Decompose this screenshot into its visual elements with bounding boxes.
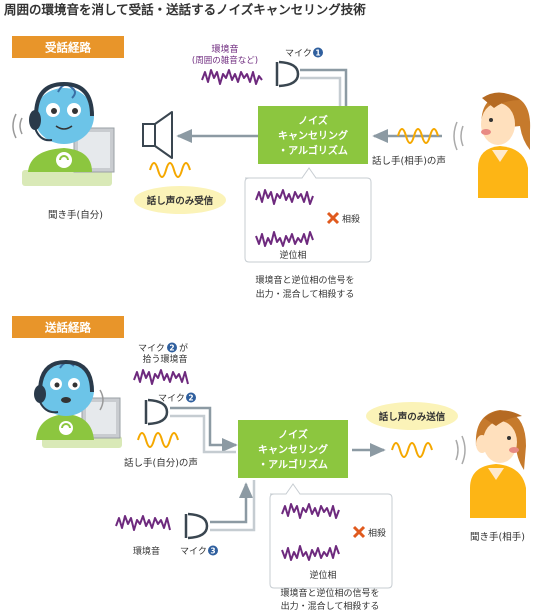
receive-desc-line-1: 環境音と逆位相の信号を [255, 274, 354, 286]
receive-processor-box [258, 106, 368, 164]
send-processor-line-2: キャンセリング [258, 443, 328, 456]
send-mic3-label: マイク [180, 546, 207, 557]
send-inverse-wave-bottom [281, 545, 340, 561]
mic2-cable-b [170, 414, 236, 454]
receive-inverse-wave-bottom [255, 231, 314, 247]
listener-self-illustration [12, 81, 115, 186]
send-section-tag [12, 316, 124, 338]
send-desc-line-1: 環境音と逆位相の信号を [280, 587, 379, 599]
send-only-voice-pill [366, 402, 458, 430]
listener-other-illustration [470, 410, 526, 518]
send-section-label: 送話経路 [44, 321, 91, 335]
receive-noise-label-2: (周囲の雑音など) [192, 55, 258, 66]
mic2-cable-a [170, 406, 238, 452]
speaker-icon [142, 111, 173, 159]
mic1-cable-a [300, 68, 348, 108]
page-title: 周囲の環境音を消して受話・送話するノイズキャンセリング技術 [4, 2, 366, 17]
receive-processor-line-1: ノイズ [298, 114, 328, 127]
send-mic2-label-a: マイク [138, 343, 165, 354]
receive-only-voice-pill [134, 186, 226, 214]
microphone-2-icon [144, 398, 169, 426]
send-voice-wave-out [391, 442, 433, 458]
send-mic2-label-2: 拾う環境音 [142, 353, 187, 365]
receive-voice-wave-out [149, 162, 191, 178]
receive-mic-number: 1 [315, 49, 320, 58]
send-inverse-label: 逆位相 [309, 569, 336, 581]
send-mic2-noise-wave [133, 369, 189, 385]
receive-desc-line-2: 出力・混合して相殺する [256, 288, 355, 300]
send-mic-number: 2 [188, 394, 193, 403]
send-ambient-wave [115, 515, 171, 531]
send-mic2-label-b: が [179, 342, 188, 354]
receive-cancel-x-icon [326, 211, 340, 225]
send-voice-label: 話し手(自分)の声 [124, 457, 198, 469]
send-cancel-x-icon [352, 525, 366, 539]
send-mic-label: マイク [158, 393, 185, 404]
sound-emission-icon [453, 121, 464, 151]
send-inverse-callout [269, 483, 393, 589]
send-ambient-label: 環境音 [133, 545, 160, 557]
send-mic2-number-top: 2 [169, 344, 174, 353]
send-only-voice-label: 話し声のみ送信 [379, 411, 446, 423]
receive-speaker-label: 話し手(相手)の声 [372, 155, 446, 167]
sound-arrival-icon [455, 435, 466, 465]
mic3-cable-b [210, 480, 256, 532]
send-mic-number-badge [186, 392, 196, 403]
send-voice-wave-in [137, 432, 179, 448]
send-inverse-wave-top [281, 503, 340, 519]
receive-noise-wave [201, 69, 263, 85]
mic1-cable-b [300, 76, 342, 108]
receive-voice-wave-in [397, 128, 439, 144]
receive-section-label: 受話経路 [45, 41, 91, 55]
send-cancel-label: 相殺 [368, 527, 386, 539]
send-listener-label: 聞き手(相手) [470, 531, 525, 543]
receive-inverse-label: 逆位相 [279, 249, 306, 261]
speaker-other-illustration [478, 92, 531, 198]
receive-processor-line-2: キャンセリング [278, 129, 348, 142]
microphone-1-icon [275, 60, 300, 88]
receive-noise-label-1: 環境音 [211, 43, 238, 55]
send-processor-line-1: ノイズ [278, 428, 308, 441]
send-mic2-number-badge-top [167, 342, 177, 353]
receive-mic-number-badge [313, 47, 323, 58]
receive-listener-label: 聞き手(自分) [48, 209, 103, 221]
speaker-self-illustration [34, 359, 122, 448]
send-mic3-number: 3 [210, 547, 215, 556]
send-processor-line-3: ・アルゴリズム [258, 458, 328, 471]
send-desc-line-2: 出力・混合して相殺する [281, 600, 380, 612]
receive-section-tag [12, 36, 124, 58]
receive-only-voice-label: 話し声のみ受信 [147, 195, 214, 207]
receive-mic-label: マイク [285, 48, 312, 59]
send-processor-box [238, 420, 348, 478]
send-mic3-number-badge [208, 545, 218, 556]
receive-cancel-label: 相殺 [342, 213, 360, 225]
microphone-3-icon [184, 512, 209, 540]
receive-processor-line-3: ・アルゴリズム [278, 144, 348, 157]
mic3-cable-a [210, 482, 253, 524]
receive-inverse-wave-top [255, 189, 314, 205]
